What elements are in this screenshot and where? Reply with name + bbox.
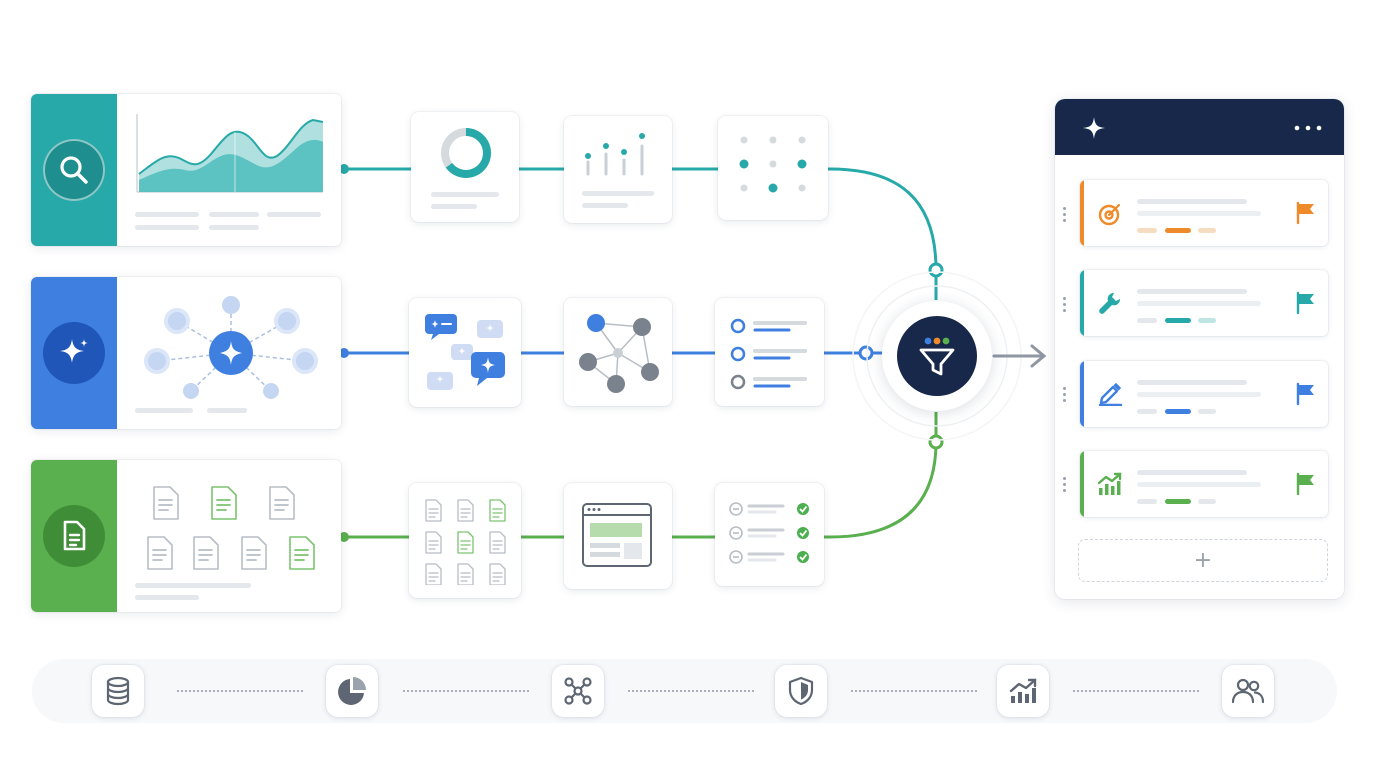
sparkle-icon <box>1083 117 1105 139</box>
checklist-card[interactable] <box>715 298 824 406</box>
flag-icon[interactable] <box>1295 291 1317 315</box>
checked-list-icon <box>729 502 809 564</box>
task-card[interactable] <box>1080 270 1328 336</box>
area-chart-thumbnail <box>136 114 324 193</box>
dot-matrix-icon <box>739 136 807 193</box>
dotted-connector <box>177 690 303 692</box>
flag-icon[interactable] <box>1295 472 1317 496</box>
drag-handle[interactable] <box>1063 477 1066 495</box>
source-card-search[interactable] <box>31 94 341 246</box>
sparkle-icon <box>43 322 105 384</box>
bar-chart-card[interactable] <box>564 116 672 223</box>
drag-handle[interactable] <box>1063 297 1066 315</box>
graph-card[interactable] <box>564 298 672 406</box>
drag-handle[interactable] <box>1063 207 1066 225</box>
document-grid-icon <box>425 499 506 585</box>
network-icon[interactable] <box>552 665 604 717</box>
search-icon <box>43 139 105 201</box>
flag-icon[interactable] <box>1295 201 1317 225</box>
task-card[interactable] <box>1080 451 1328 517</box>
documents-thumbnail <box>147 486 315 570</box>
wire-green <box>344 412 938 539</box>
source-card-ai[interactable] <box>31 277 341 429</box>
document-grid-card[interactable] <box>409 483 521 598</box>
add-task-button[interactable]: + <box>1078 539 1328 582</box>
trend-chart-icon[interactable] <box>997 665 1049 717</box>
chat-bubbles-icon <box>425 314 505 390</box>
donut-chart-icon <box>441 128 492 178</box>
source-body <box>117 460 341 612</box>
chat-bubbles-card[interactable] <box>409 298 521 407</box>
drag-handle[interactable] <box>1063 387 1066 405</box>
dotted-connector <box>851 690 977 692</box>
source-body <box>117 94 341 246</box>
source-body <box>117 277 341 429</box>
wrench-icon <box>1099 292 1121 314</box>
wire-node <box>339 348 349 358</box>
pencil-icon <box>1098 382 1123 406</box>
panel-header <box>1055 99 1344 155</box>
dotted-connector <box>628 690 754 692</box>
dotted-connector <box>403 690 529 692</box>
bar-chart-icon <box>585 133 645 176</box>
results-panel: + <box>1055 99 1344 599</box>
target-icon <box>1098 203 1121 226</box>
task-card[interactable] <box>1080 180 1328 246</box>
document-icon <box>43 505 105 567</box>
wire-node <box>928 434 944 450</box>
browser-window-icon <box>582 503 652 567</box>
users-icon[interactable] <box>1222 665 1274 717</box>
trend-chart-icon <box>1097 472 1122 495</box>
dotted-connector <box>1073 690 1199 692</box>
task-card[interactable] <box>1080 361 1328 427</box>
flag-icon[interactable] <box>1295 382 1317 406</box>
source-card-documents[interactable] <box>31 460 341 612</box>
wire-node <box>928 262 944 278</box>
shield-icon[interactable] <box>775 665 827 717</box>
wire-node <box>339 164 349 174</box>
filter-hub[interactable] <box>882 301 992 411</box>
wire-node <box>339 532 349 542</box>
donut-chart-card[interactable] <box>411 112 519 222</box>
wire-node <box>858 345 874 361</box>
network-thumbnail <box>144 296 318 399</box>
verified-list-card[interactable] <box>715 483 824 586</box>
output-arrow <box>992 344 1047 368</box>
dot-matrix-card[interactable] <box>718 116 828 220</box>
more-horizontal-icon[interactable] <box>1293 124 1323 132</box>
database-icon[interactable] <box>92 665 144 717</box>
funnel-icon <box>897 316 977 396</box>
radio-list-icon <box>730 318 807 390</box>
graph-nodes-icon <box>579 314 659 393</box>
pie-chart-icon[interactable] <box>326 665 378 717</box>
wire-teal <box>344 167 938 300</box>
browser-window-card[interactable] <box>564 483 672 589</box>
